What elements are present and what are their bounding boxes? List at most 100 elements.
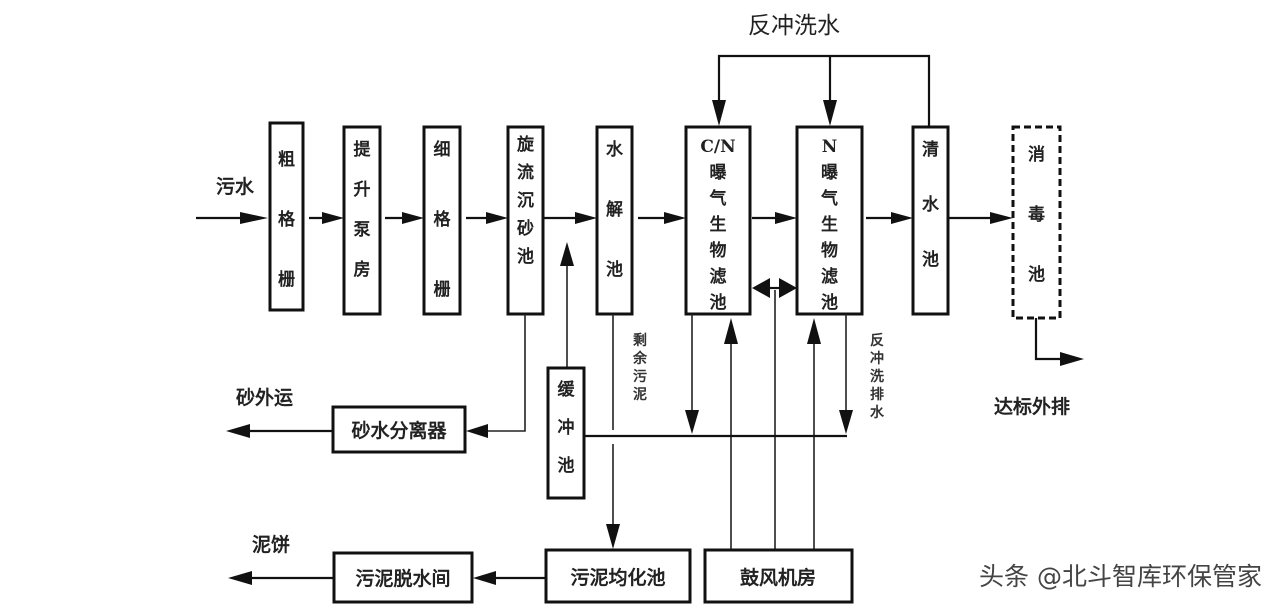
cn-baf-box — [684, 125, 752, 316]
vortex-grit-chamber-box — [506, 125, 545, 316]
unit-clear-water-tank: 清水池 — [911, 125, 950, 316]
label-char: 水 — [870, 404, 885, 421]
label-char: 泵 — [354, 220, 371, 240]
grit-separator-label: 砂水分离器 — [351, 419, 447, 442]
label-char: 格 — [434, 209, 452, 230]
unit-hydrolysis-tank: 水解池 — [595, 125, 634, 316]
backwash-drain-lines — [685, 314, 853, 434]
arrow-down-cn-baf — [712, 100, 726, 126]
label-char: 缓 — [558, 379, 576, 400]
hydrolysis-tank-box — [595, 125, 634, 316]
label-char: 格 — [278, 209, 296, 230]
label-char: 提 — [354, 140, 372, 160]
outlet-arrow — [1034, 318, 1084, 366]
label-char: 砂 — [517, 218, 534, 239]
sludge-homogenization-label: 污泥均化池 — [570, 566, 665, 589]
inlet-arrow — [196, 212, 268, 224]
lift-pump-house-box — [342, 125, 382, 316]
unit-coarse-screen: 粗格栅 — [268, 121, 305, 312]
watermark: 头条 @北斗智库环保管家 — [979, 562, 1262, 591]
label-char: 冲 — [870, 350, 884, 367]
label-char: 泥 — [633, 386, 647, 403]
arrow-down-n-baf — [823, 100, 837, 126]
fine-screen-box — [422, 125, 462, 316]
label-char: N — [822, 137, 838, 157]
label-char: 滤 — [710, 266, 727, 287]
sludge-cake-label: 泥饼 — [252, 533, 290, 556]
label-char: 旋 — [516, 134, 535, 155]
backwash-water-title: 反冲洗水 — [748, 13, 840, 39]
unit-disinfection-tank: 消毒池 — [1011, 125, 1062, 320]
excess-sludge-line — [606, 314, 620, 549]
label-char: 气 — [709, 188, 727, 209]
label-char: 生 — [710, 214, 727, 235]
sludge-to-dewatering-arrow — [473, 571, 546, 585]
label-char: 消 — [1028, 144, 1045, 165]
blower-air-lines — [724, 318, 821, 550]
sand-out-arrow — [226, 424, 333, 438]
label-char: 栅 — [278, 269, 295, 290]
sludge-homogenization-box: 污泥均化池 — [544, 548, 692, 604]
blower-house-box: 鼓风机房 — [703, 548, 854, 604]
label-char: 池 — [821, 292, 838, 313]
main-flow-arrows — [309, 212, 1013, 224]
label-char: 池 — [922, 249, 939, 270]
label-char: 池 — [1028, 264, 1045, 285]
label-char: 池 — [606, 259, 623, 280]
label-char: 沉 — [517, 190, 534, 211]
label-char: 细 — [434, 139, 451, 160]
label-char: 曝 — [710, 163, 727, 183]
label-char: 清 — [922, 139, 939, 160]
sludge-cake-arrow — [228, 571, 334, 585]
label-char: 曝 — [821, 163, 838, 183]
label-char: 滤 — [821, 266, 838, 287]
label-char: 池 — [710, 292, 727, 313]
grit-to-separator-line — [466, 314, 526, 438]
buffer-tank-box: 缓冲池 — [546, 366, 586, 500]
label-char: 升 — [354, 180, 371, 200]
label-char: 房 — [354, 259, 371, 280]
label-char: 冲 — [558, 417, 575, 438]
label-char: 物 — [821, 240, 838, 261]
label-char: 物 — [710, 240, 727, 261]
blower-house-label: 鼓风机房 — [740, 566, 816, 589]
outlet-label: 达标外排 — [994, 395, 1070, 418]
label-char: 池 — [517, 246, 534, 267]
backwash-line — [712, 54, 931, 127]
buffer-return-line — [560, 242, 574, 368]
sludge-dewatering-label: 污泥脱水间 — [355, 567, 450, 590]
label-char: 流 — [517, 162, 534, 183]
label-char: 污 — [633, 368, 647, 385]
label-char: C/N — [700, 137, 735, 157]
n-baf-box — [795, 125, 864, 316]
label-char: 水 — [606, 139, 624, 160]
label-char: 反 — [870, 332, 884, 349]
label-char: 余 — [632, 350, 648, 367]
air-double-arrow — [752, 278, 797, 550]
label-char: 生 — [821, 214, 838, 235]
label-char: 排 — [870, 386, 884, 403]
clear-water-tank-box — [911, 125, 950, 316]
sand-out-label: 砂外运 — [236, 386, 293, 409]
label-char: 水 — [922, 194, 940, 215]
coarse-screen-box — [268, 121, 305, 312]
unit-fine-screen: 细格栅 — [422, 125, 462, 316]
label-char: 毒 — [1028, 205, 1045, 225]
label-char: 粗 — [278, 149, 295, 170]
label-char: 洗 — [870, 368, 884, 385]
label-char: 解 — [606, 199, 623, 220]
disinfection-tank-box — [1011, 125, 1062, 320]
sludge-dewatering-box: 污泥脱水间 — [332, 551, 474, 604]
grit-separator-box: 砂水分离器 — [331, 405, 467, 454]
label-char: 剩 — [633, 332, 647, 349]
label-char: 栅 — [434, 279, 451, 300]
inlet-label: 污水 — [216, 176, 255, 198]
label-char: 气 — [820, 188, 838, 209]
